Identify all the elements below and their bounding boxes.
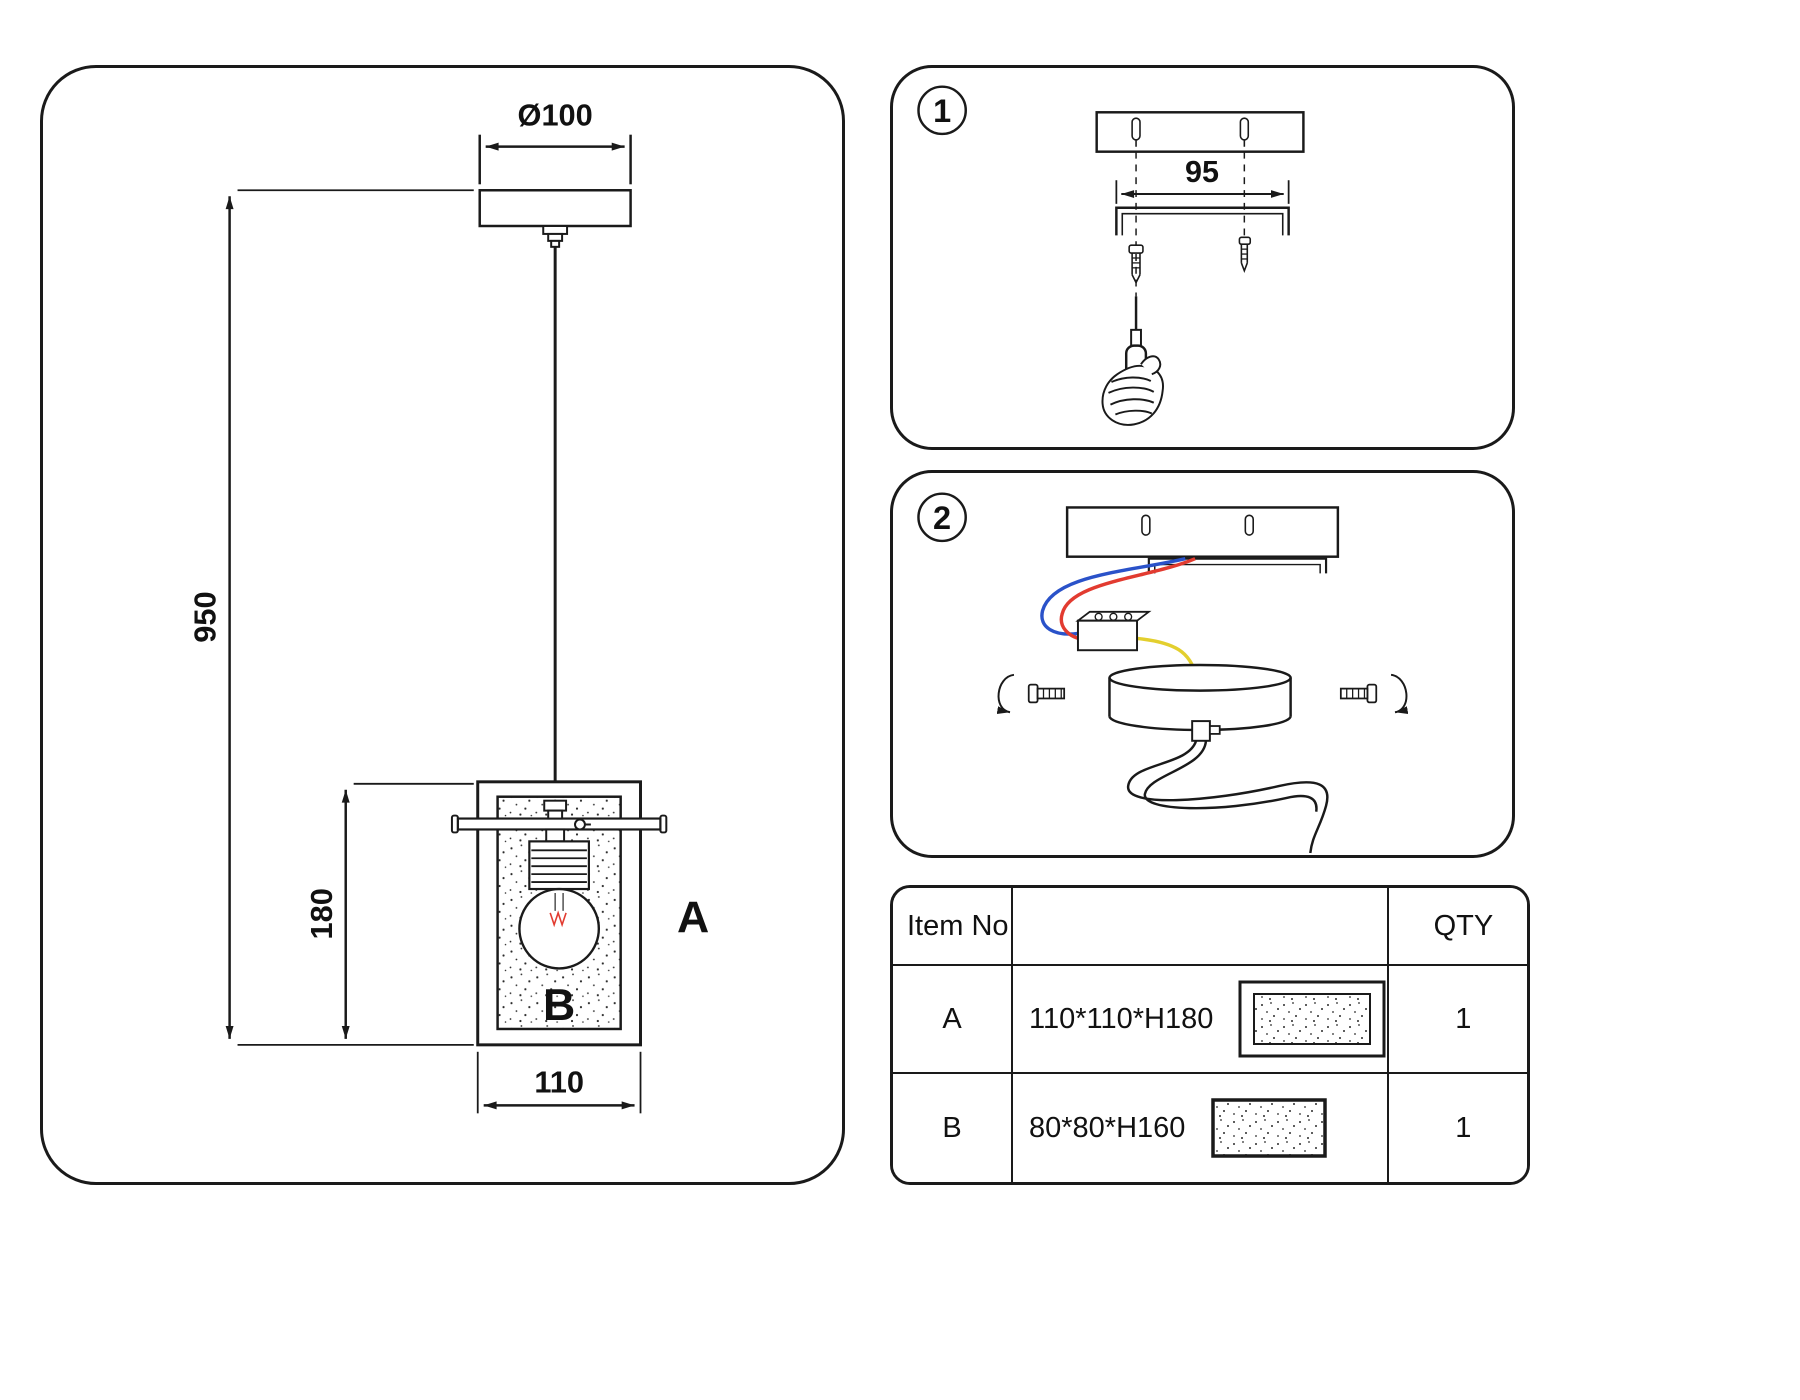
wire-blue: [1040, 556, 1186, 636]
table-header-description: [1013, 888, 1390, 966]
step1-svg: 1: [917, 85, 1305, 426]
dimension-bracket-width: 95: [1115, 155, 1290, 204]
cord-grip: [1191, 720, 1221, 742]
step1-number: 1: [933, 93, 951, 129]
step1-panel: 1: [890, 65, 1515, 450]
dim-diameter-label: Ø100: [518, 98, 593, 133]
dimension-shade-width: 110: [476, 1051, 642, 1114]
main-diagram-panel: Ø100: [40, 65, 845, 1185]
wire-red: [1059, 557, 1196, 642]
table-row-b-description: 80*80*H160: [1013, 1074, 1390, 1182]
dimension-shade-height: 180: [304, 782, 474, 1039]
hanging-cable: [1126, 740, 1329, 854]
canopy: [1108, 663, 1292, 732]
part-a-thumbnail: [1238, 980, 1386, 1058]
step2-badge: 2: [917, 492, 967, 543]
alignment-guides: [1135, 151, 1246, 297]
terminal-block: [1075, 610, 1152, 652]
hand: [1101, 355, 1164, 426]
table-row-a-qty: 1: [1389, 966, 1527, 1074]
table-header-qty: QTY: [1389, 888, 1527, 966]
table-row-b-item: B: [893, 1074, 1013, 1182]
table-row-a-size: 110*110*H180: [1029, 1002, 1214, 1035]
part-label-a: A: [677, 894, 709, 943]
rotate-arrow-right: [1390, 673, 1409, 714]
ceiling-canopy: [478, 189, 632, 228]
mounting-bracket: [1115, 206, 1290, 236]
screw-left: [1027, 683, 1066, 704]
main-diagram-svg: Ø100: [188, 98, 709, 1114]
table-row-a-item: A: [893, 966, 1013, 1074]
step2-svg: 2: [917, 492, 1409, 854]
dimension-diameter: Ø100: [478, 98, 632, 185]
ceiling-plate: [1095, 111, 1305, 153]
table-row-b-qty: 1: [1389, 1074, 1527, 1182]
dim-total-height-label: 950: [188, 591, 223, 642]
step2-panel: 2: [890, 470, 1515, 858]
table-row-b-size: 80*80*H160: [1029, 1111, 1186, 1144]
ceiling-plate: [1065, 506, 1340, 558]
dim-shade-width-label: 110: [534, 1064, 584, 1099]
cord-grip: [542, 225, 569, 248]
dimension-total-height: 950: [188, 189, 474, 1046]
screw-right: [1238, 236, 1252, 274]
part-b-thumbnail: [1211, 1098, 1328, 1158]
light-bulb: [518, 887, 601, 970]
lamp-holder: [528, 840, 590, 891]
screw-left: [1128, 244, 1144, 285]
dim-shade-height-label: 180: [304, 888, 339, 939]
rotate-arrow-left: [996, 673, 1015, 714]
screw-right: [1339, 683, 1378, 704]
socket-assembly: [543, 799, 591, 843]
step1-badge: 1: [917, 85, 967, 136]
table-header-item-no: Item No: [893, 888, 1013, 966]
part-label-b: B: [543, 981, 575, 1030]
table-row-a-description: 110*110*H180: [1013, 966, 1390, 1074]
step2-number: 2: [933, 500, 951, 536]
parts-table: Item No QTY A 110*110*H180 1 B: [890, 885, 1530, 1185]
bulb-filament: [549, 910, 567, 928]
dim-bracket-width-label: 95: [1185, 155, 1219, 189]
